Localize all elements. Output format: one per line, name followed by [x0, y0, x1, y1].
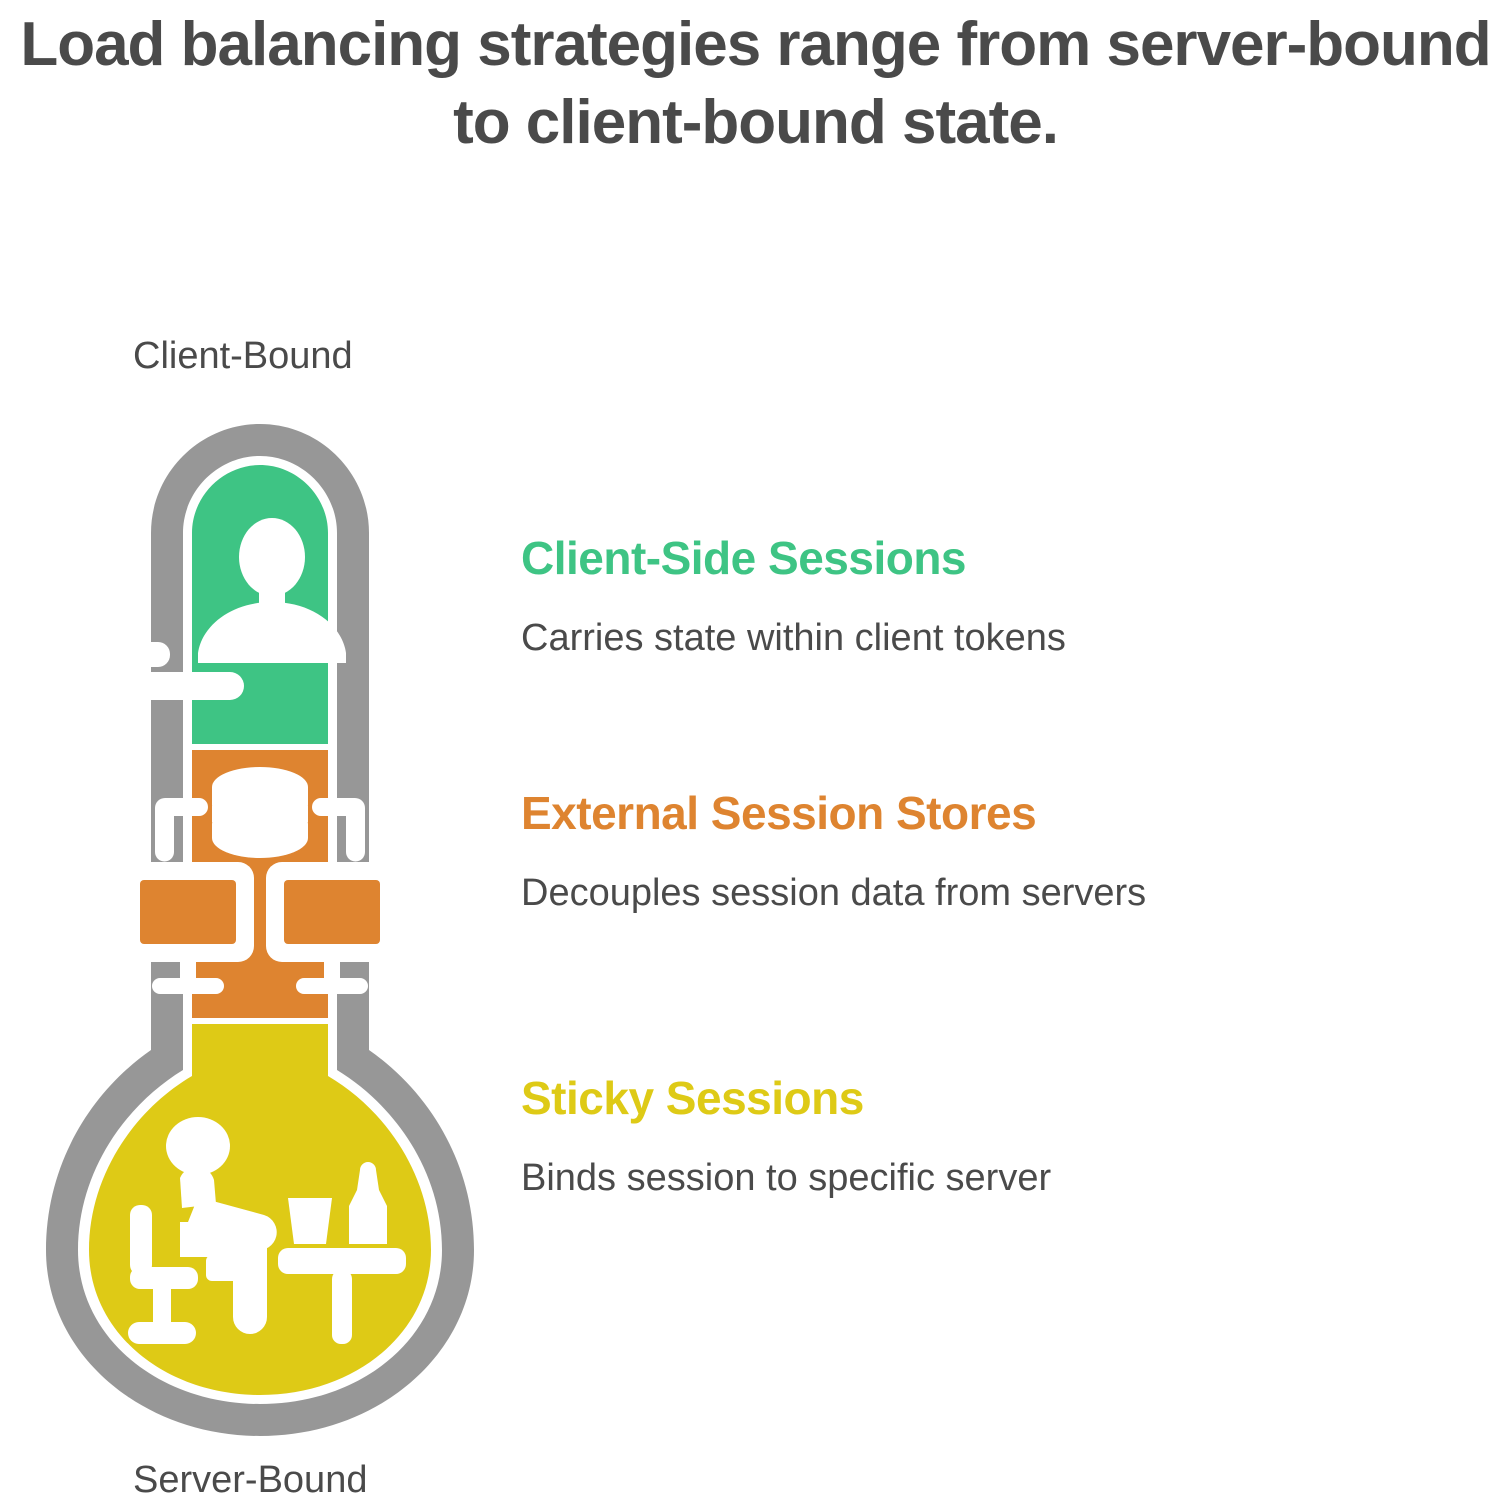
legend-item-sticky-sessions: Sticky Sessions Binds session to specifi… — [521, 1070, 1051, 1202]
legend-desc-sticky-sessions: Binds session to specific server — [521, 1157, 1052, 1199]
legend-item-client-side-sessions: Client-Side Sessions Carries state withi… — [521, 530, 1066, 662]
legend-title-sticky-sessions: Sticky Sessions — [521, 1072, 864, 1124]
database-network-icon — [122, 767, 398, 994]
page-title: Load balancing strategies range from ser… — [20, 10, 1491, 157]
person-with-card-icon — [79, 518, 346, 700]
legend-desc-external-session-stores: Decouples session data from servers — [521, 872, 1147, 914]
thermometer-graphic — [20, 410, 500, 1440]
person-at-table-icon — [128, 1117, 406, 1344]
legend-item-external-session-stores: External Session Stores Decouples sessio… — [521, 785, 1146, 917]
legend-title-client-side-sessions: Client-Side Sessions — [521, 532, 967, 584]
scale-label-top: Client-Bound — [133, 335, 353, 377]
scale-label-bottom: Server-Bound — [133, 1459, 368, 1501]
legend-desc-client-side-sessions: Carries state within client tokens — [521, 617, 1066, 659]
legend-title-external-session-stores: External Session Stores — [521, 787, 1037, 839]
